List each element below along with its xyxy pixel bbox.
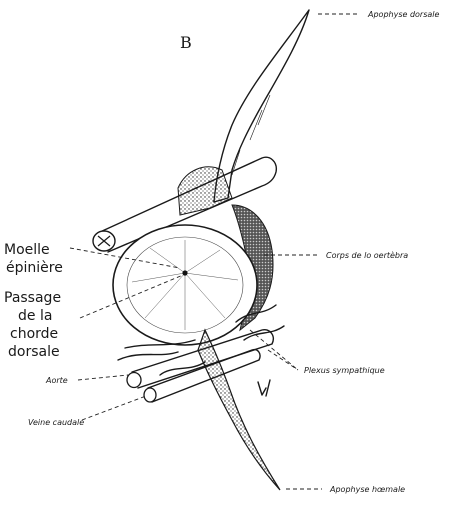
leader-veine	[82, 396, 146, 420]
label-aorte: Aorte	[45, 376, 68, 385]
figure-letter: B	[180, 33, 192, 52]
label-passage-line3: chorde	[10, 326, 58, 342]
leader-plexus-2	[268, 350, 298, 370]
haemal-spine	[198, 330, 280, 490]
nerve-sketch-mark	[258, 380, 270, 396]
label-passage-line2: de la	[18, 308, 52, 324]
label-veine: Veine caudale	[28, 418, 84, 427]
label-apophyse-dorsale: Apophyse dorsale	[367, 10, 440, 19]
caudal-vein-end	[144, 388, 156, 402]
label-corps-vertebre: Corps de lo oertèbra	[326, 250, 408, 260]
label-moelle-line2: épinière	[6, 260, 63, 276]
label-plexus: Plexus sympathique	[304, 366, 385, 375]
aorta-end	[127, 373, 141, 388]
neural-arch-shading	[178, 167, 232, 215]
label-passage-line1: Passage	[4, 290, 61, 306]
label-moelle-line1: Moelle	[4, 242, 50, 258]
label-apophyse-haemale: Apophyse hœmale	[329, 485, 405, 494]
leader-aorte	[78, 375, 128, 380]
notochord-passage	[182, 270, 187, 275]
label-passage-line4: dorsale	[8, 344, 60, 360]
